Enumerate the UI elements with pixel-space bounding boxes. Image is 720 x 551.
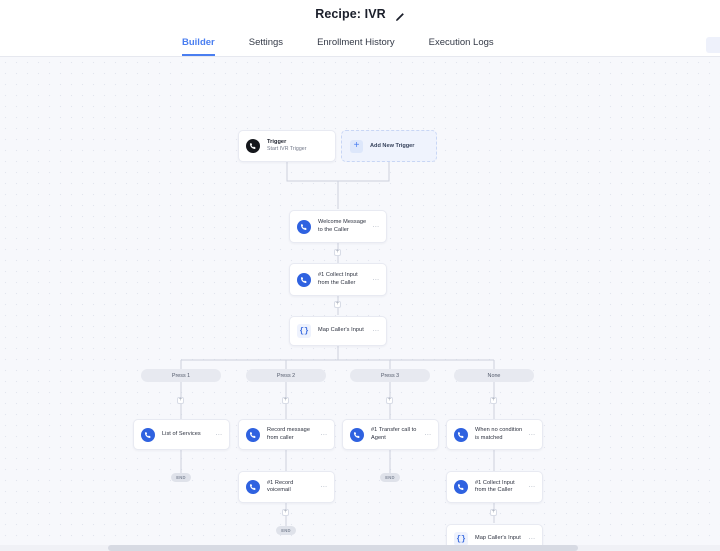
pencil-icon[interactable] — [394, 10, 405, 21]
page-title: Recipe: IVR — [315, 7, 386, 21]
phone-icon — [246, 139, 260, 153]
horizontal-scrollbar-thumb[interactable] — [108, 545, 578, 551]
window-header: Recipe: IVR — [0, 0, 720, 28]
horizontal-scrollbar[interactable] — [0, 545, 720, 551]
add-step-button[interactable]: + — [282, 509, 289, 516]
phone-icon — [454, 427, 468, 442]
node-trigger-subtitle: Start IVR Trigger — [267, 146, 307, 152]
phone-icon — [454, 480, 468, 494]
branch-label-press-3[interactable]: Press 3 — [350, 369, 430, 382]
node-label: #1 Transfer call to Agent — [371, 427, 417, 441]
node-label: Record message from caller — [267, 427, 310, 441]
plus-icon: + — [350, 139, 363, 153]
add-step-button[interactable]: + — [386, 397, 393, 404]
tab-enrollment-history[interactable]: Enrollment History — [317, 37, 395, 48]
end-badge: END — [171, 473, 191, 482]
end-badge: END — [276, 526, 296, 535]
node-menu-icon[interactable]: ··· — [320, 429, 327, 439]
node-menu-icon[interactable]: ··· — [424, 429, 431, 439]
add-new-trigger-label: Add New Trigger — [370, 143, 415, 149]
branch-label-press-2[interactable]: Press 2 — [246, 369, 326, 382]
phone-icon — [141, 427, 155, 442]
phone-icon — [350, 427, 364, 442]
tab-builder[interactable]: Builder — [182, 37, 215, 56]
node-label: Map Caller's Input — [318, 327, 364, 334]
add-step-button[interactable]: + — [334, 249, 341, 256]
node-label: #1 Collect Input from the Caller — [318, 272, 358, 286]
node-record-message[interactable]: Record message from caller ··· — [238, 419, 335, 450]
node-record-voicemail[interactable]: #1 Record voicemail ··· — [238, 471, 335, 503]
node-label: Map Caller's Input — [475, 535, 521, 542]
node-no-condition-matched[interactable]: When no condition is matched ··· — [446, 419, 543, 450]
phone-icon — [246, 427, 260, 442]
add-step-button[interactable]: + — [334, 301, 341, 308]
phone-icon — [246, 480, 260, 494]
node-label: #1 Collect Input from the Caller — [475, 479, 515, 493]
tab-execution-logs[interactable]: Execution Logs — [428, 37, 494, 48]
node-label: Welcome Message to the Caller — [318, 219, 367, 233]
node-menu-icon[interactable]: ··· — [372, 326, 379, 335]
node-label: #1 Record voicemail — [267, 479, 294, 493]
node-menu-icon[interactable]: ··· — [372, 221, 379, 231]
node-menu-icon[interactable]: ··· — [215, 429, 222, 439]
phone-icon — [297, 219, 311, 234]
tab-settings[interactable]: Settings — [248, 37, 284, 48]
node-trigger-title: Trigger — [267, 138, 287, 145]
add-step-button[interactable]: + — [490, 397, 497, 404]
tab-bar: Builder Settings Enrollment History Exec… — [0, 28, 720, 57]
node-menu-icon[interactable]: ··· — [320, 482, 327, 491]
node-menu-icon[interactable]: ··· — [528, 534, 535, 543]
add-new-trigger-button[interactable]: + Add New Trigger — [341, 130, 437, 162]
braces-icon: {} — [297, 324, 311, 338]
node-transfer-to-agent[interactable]: #1 Transfer call to Agent ··· — [342, 419, 439, 450]
node-welcome-message[interactable]: Welcome Message to the Caller ··· — [289, 210, 387, 243]
add-step-button[interactable]: + — [490, 509, 497, 516]
node-label: When no condition is matched — [475, 427, 523, 441]
node-collect-input-2[interactable]: #1 Collect Input from the Caller ··· — [446, 471, 543, 503]
end-badge: END — [380, 473, 400, 482]
node-menu-icon[interactable]: ··· — [372, 274, 379, 284]
phone-icon — [297, 272, 311, 287]
node-trigger[interactable]: Trigger Start IVR Trigger — [238, 130, 336, 162]
node-list-of-services[interactable]: List of Services ··· — [133, 419, 230, 450]
side-panel-handle[interactable] — [706, 37, 720, 53]
branch-label-press-1[interactable]: Press 1 — [141, 369, 221, 382]
node-menu-icon[interactable]: ··· — [528, 482, 535, 491]
braces-icon: {} — [454, 532, 468, 546]
add-step-button[interactable]: + — [282, 397, 289, 404]
flow-canvas[interactable]: Trigger Start IVR Trigger + Add New Trig… — [0, 57, 720, 551]
branch-label-none[interactable]: None — [454, 369, 534, 382]
node-menu-icon[interactable]: ··· — [528, 429, 535, 439]
node-trigger-text: Trigger Start IVR Trigger — [267, 139, 328, 154]
node-label: List of Services — [162, 430, 201, 437]
node-map-callers-input-1[interactable]: {} Map Caller's Input ··· — [289, 316, 387, 346]
add-step-button[interactable]: + — [177, 397, 184, 404]
node-collect-input-1[interactable]: #1 Collect Input from the Caller ··· — [289, 263, 387, 296]
